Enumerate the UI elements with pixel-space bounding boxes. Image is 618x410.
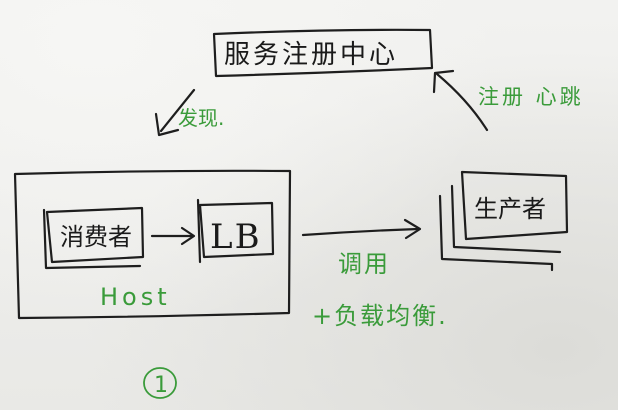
consumer-label: 消费者 — [60, 223, 132, 251]
provider-node: 生产者 — [438, 170, 569, 272]
host-container: Host — [13, 169, 292, 320]
lb-label: LB — [210, 217, 262, 257]
host-box — [13, 169, 292, 320]
provider-label: 生产者 — [474, 195, 546, 223]
host-label: Host — [100, 283, 171, 311]
provider-box-middle — [450, 184, 562, 254]
register-label: 注册 心跳 — [478, 85, 584, 109]
consumer-to-lb-arrow — [150, 226, 196, 246]
provider-box-front — [460, 170, 569, 241]
lb-box — [198, 201, 275, 259]
load-balance-label: +负载均衡. — [312, 302, 448, 330]
registry-label: 服务注册中心 — [224, 40, 398, 70]
register-arrow: 注册 心跳 — [432, 69, 584, 132]
registry-box — [212, 28, 434, 78]
discover-label: 发现. — [178, 106, 224, 130]
invoke-label: 调用 — [338, 250, 390, 278]
circled-mark: 1 — [143, 367, 177, 399]
provider-box-back — [438, 194, 554, 272]
registry-node: 服务注册中心 — [212, 28, 434, 78]
consumer-node: 消费者 — [42, 206, 145, 270]
consumer-box — [45, 206, 145, 264]
lb-node: LB — [196, 198, 275, 264]
discover-arrow: 发现. — [154, 88, 224, 137]
circled-mark-number: 1 — [154, 373, 168, 398]
invoke-arrow: 调用 +负载均衡. — [301, 218, 448, 330]
